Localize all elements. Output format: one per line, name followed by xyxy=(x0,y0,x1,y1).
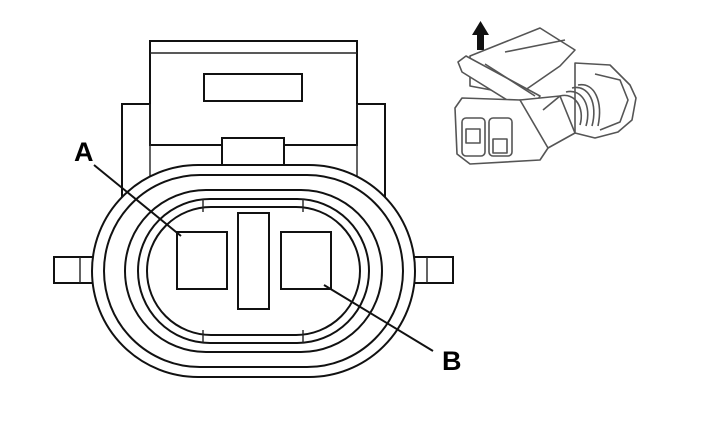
connector-3d-inset xyxy=(454,21,637,165)
terminal-cavity-a xyxy=(176,231,228,290)
side-peg-left xyxy=(53,256,95,284)
up-arrow-icon xyxy=(472,21,489,50)
keying-rails xyxy=(202,199,304,343)
pin-label-b: B xyxy=(442,346,462,376)
lock-housing xyxy=(149,40,358,146)
connector-face-view: A B xyxy=(53,40,462,378)
center-divider xyxy=(237,212,270,310)
side-peg-right xyxy=(412,256,454,284)
leader-line-b xyxy=(323,284,434,352)
leader-line-a xyxy=(93,164,182,237)
pin-label-a: A xyxy=(74,137,94,167)
terminal-cavity-b xyxy=(280,231,332,290)
